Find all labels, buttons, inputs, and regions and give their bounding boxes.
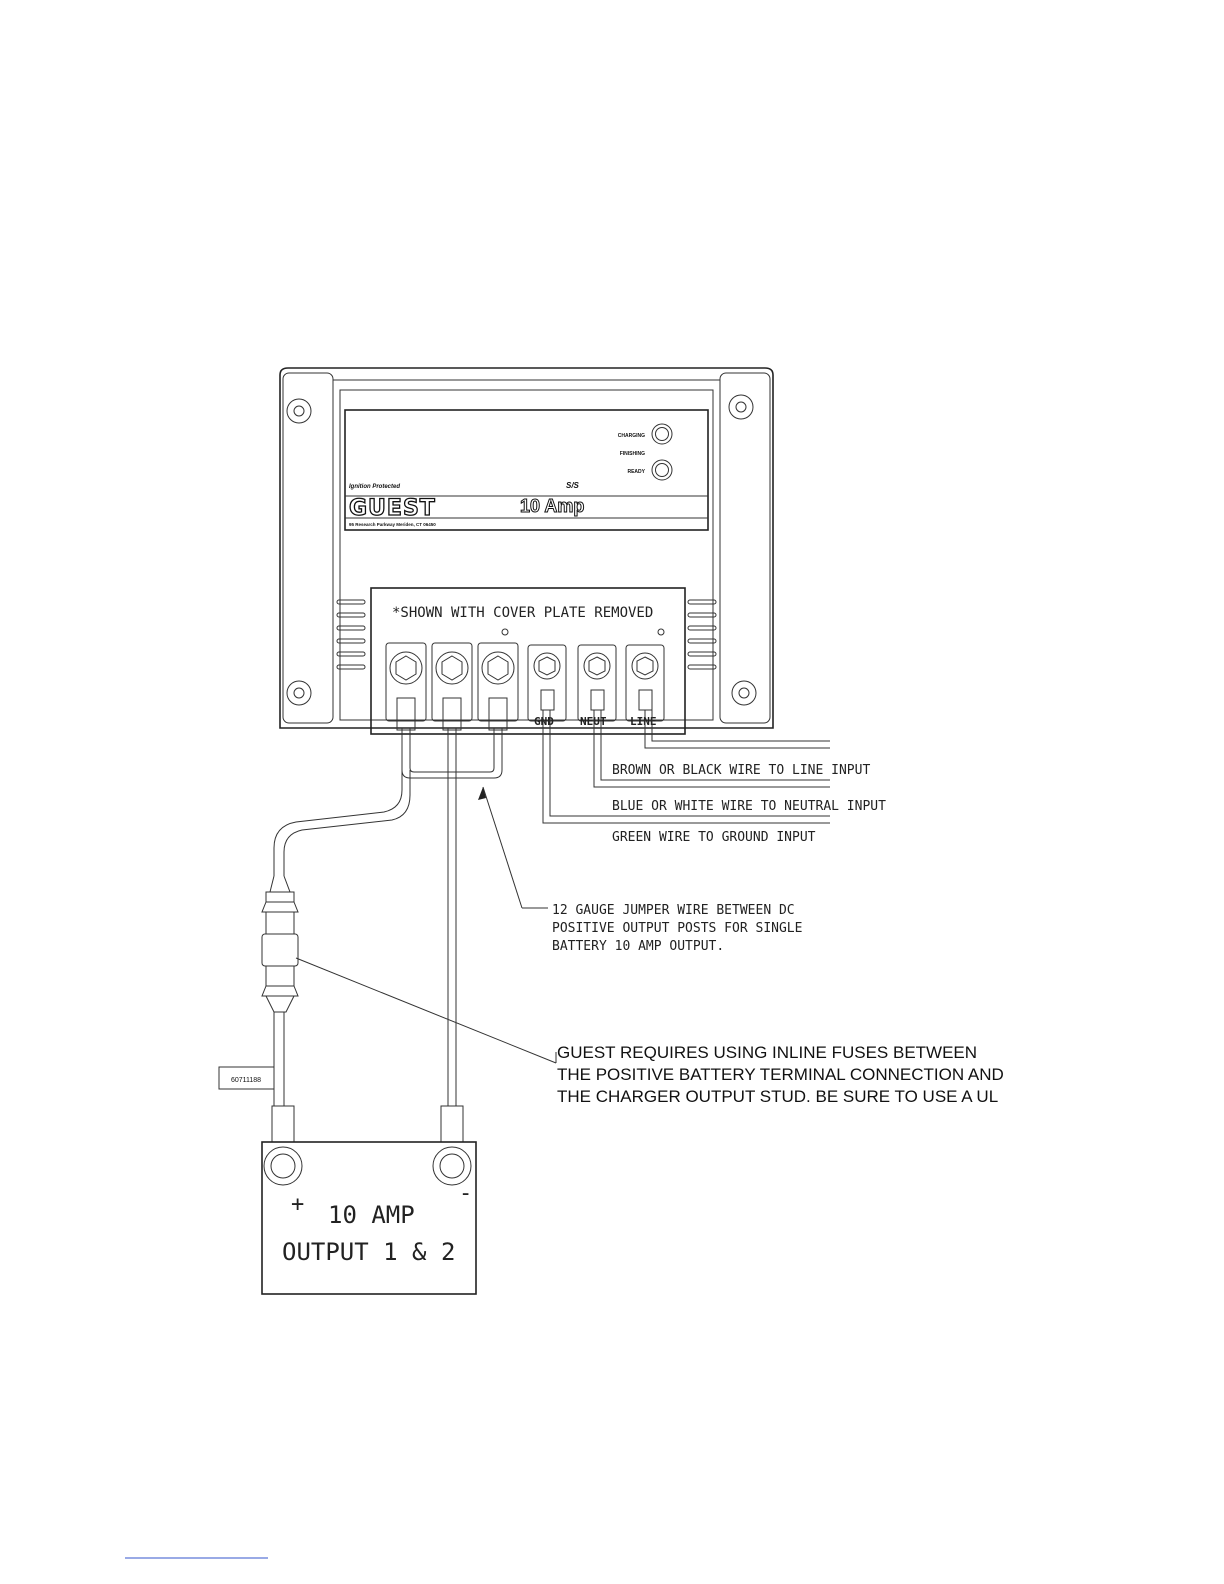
front-label-panel: CHARGING FINISHING READY Ignition Protec… [344,409,709,531]
line-wire-label: BROWN OR BLACK WIRE TO LINE INPUT [612,763,870,778]
ac-input-wires [542,710,830,824]
fuse-tag: 60711188 [218,1066,275,1090]
cover-plate-note: *SHOWN WITH COVER PLATE REMOVED [392,605,653,621]
charger-brand-logo: GUEST [349,496,436,521]
jumper-note-line3: BATTERY 10 AMP OUTPUT. [552,939,724,954]
terminal-block: *SHOWN WITH COVER PLATE REMOVED [370,587,686,735]
terminal-label-neut: NEUT [580,715,607,728]
jumper-note-line1: 12 GAUGE JUMPER WIRE BETWEEN DC [552,903,795,918]
indicator-label-charging: CHARGING [618,433,645,439]
led-indicator-top [651,423,673,445]
charger-model-mark: S/S [566,481,580,490]
indicator-label-ready: READY [627,469,645,475]
battery-negative-terminal [432,1146,472,1186]
svg-text:60711188: 60711188 [231,1077,261,1084]
jumper-callout [478,786,548,909]
mount-screw-top-right [728,394,754,420]
vent-slots-left [336,599,366,670]
charger-housing [279,367,774,729]
battery-positive-terminal [263,1146,303,1186]
indicator-label-finishing: FINISHING [620,451,645,457]
charger-tagline: Ignition Protected [349,484,400,490]
fuse-note-line3: THE CHARGER OUTPUT STUD. BE SURE TO USE … [557,1087,998,1106]
charger-address: 95 Research Parkway Meriden, CT 06450 [349,522,436,527]
mount-screw-bottom-right [731,680,757,706]
ground-wire-label: GREEN WIRE TO GROUND INPUT [612,830,816,845]
inline-fuse [261,875,299,1106]
dc-post-3 [477,642,519,731]
led-indicator-bottom [651,459,673,481]
charger-rating: 10 Amp [520,496,584,516]
mount-screw-bottom-left [286,680,312,706]
fuse-note-line1: GUEST REQUIRES USING INLINE FUSES BETWEE… [557,1043,977,1062]
positive-output-wire [273,770,411,876]
negative-output-wire [447,728,457,1106]
ground-wire [542,710,830,824]
neutral-wire [593,710,830,788]
battery-label-line1: 10 AMP [328,1201,415,1229]
fuse-note-line2: THE POSITIVE BATTERY TERMINAL CONNECTION… [557,1065,1004,1084]
terminal-label-gnd: GND [534,715,554,728]
line-post [625,644,665,722]
neutral-post [577,644,617,722]
battery-minus-sign: - [459,1181,472,1206]
dc-jumper-wire [401,728,503,779]
ground-post [527,644,567,722]
fuse-callout [295,957,557,1064]
dc-post-1 [385,642,427,731]
neutral-wire-label: BLUE OR WHITE WIRE TO NEUTRAL INPUT [612,799,886,814]
jumper-note-line2: POSITIVE OUTPUT POSTS FOR SINGLE [552,921,802,936]
line-wire [644,710,830,749]
mount-screw-top-left [286,398,312,424]
terminal-label-line: LINE [630,715,657,728]
battery: + - 10 AMP OUTPUT 1 & 2 [261,1105,477,1295]
battery-plus-sign: + [291,1192,304,1217]
dc-post-2 [431,642,473,731]
vent-slots-right [687,599,717,670]
battery-label-line2: OUTPUT 1 & 2 [282,1238,455,1266]
